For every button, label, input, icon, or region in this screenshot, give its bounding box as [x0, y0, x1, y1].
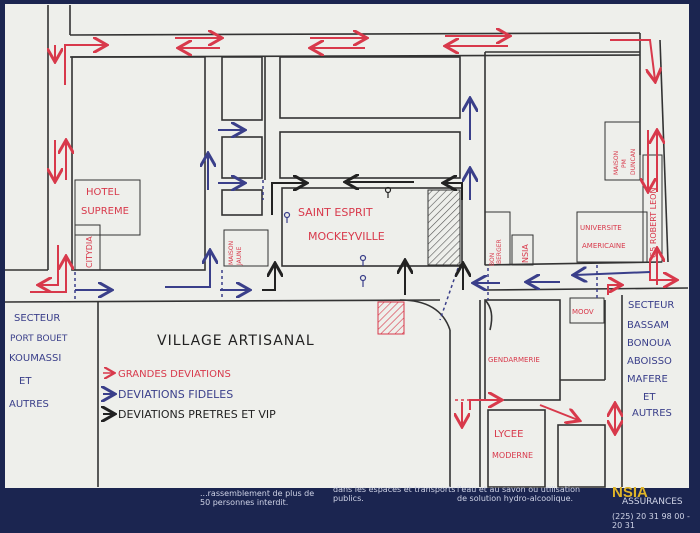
person-icons	[283, 211, 367, 287]
lycee-label: LYCEE	[494, 429, 523, 440]
citydia-block	[74, 224, 101, 271]
maison-jaune-label: MAISON	[228, 241, 235, 265]
paper	[5, 4, 689, 488]
dashed-barriers	[74, 180, 598, 321]
legend-item-black: DEVIATIONS PRETRES ET VIP	[118, 408, 276, 421]
sector-right-line: BASSAM	[627, 320, 669, 331]
footer-line: ...rassemblement de plus de	[200, 489, 315, 498]
footer-text-1: ...rassemblement de plus de 50 personnes…	[200, 489, 314, 507]
hotel-label-2: SUPREME	[81, 206, 129, 217]
sector-left-line: KOUMASSI	[9, 353, 61, 364]
map-title: VILLAGE ARTISANAL	[157, 333, 315, 349]
g5-label: G5 ROBERT LEON	[649, 188, 658, 258]
sector-right-line: ET	[643, 392, 656, 403]
bon-berger-label-2: BERGER	[496, 239, 503, 264]
legend-item-blue: DEVIATIONS FIDELES	[118, 388, 233, 401]
footer-text-3: l'eau et au savon ou utilisation de solu…	[457, 485, 580, 503]
universite-block	[576, 211, 648, 263]
maison-jaune-block	[223, 229, 269, 267]
footer-line: publics.	[333, 494, 364, 503]
sector-left-line: ET	[19, 376, 32, 387]
hotel-label: HOTEL	[86, 187, 120, 198]
citydia-label: CITYDIA	[85, 236, 94, 268]
legend-item-red: GRANDES DEVIATIONS	[118, 369, 231, 380]
sector-right-line: SECTEUR	[628, 300, 674, 311]
sector-right-line: BONOUA	[627, 338, 671, 349]
black-arrows	[262, 182, 463, 295]
bon-berger-block	[484, 211, 511, 266]
nsia-logo-subtitle: ASSURANCES	[622, 497, 683, 507]
footer-line: 50 personnes interdit.	[200, 498, 289, 507]
red-arrows	[30, 36, 675, 432]
nsia-block	[511, 234, 534, 266]
nsia-logo: NSIA	[612, 484, 648, 501]
person-icon-black	[384, 186, 392, 198]
legend: GRANDES DEVIATIONS DEVIATIONS FIDELES DE…	[103, 369, 276, 421]
maison-pm-label-3: DUNCAN	[630, 149, 637, 175]
footer-text-2: dans les espaces et transports publics.	[333, 485, 455, 503]
footer-line: l'eau et au savon ou utilisation	[457, 485, 581, 494]
lycee-label-2: MODERNE	[492, 451, 533, 460]
universite-label: UNIVERSITE	[580, 224, 622, 232]
maison-pm-label-2: PM	[621, 159, 628, 168]
sector-left: SECTEUR PORT BOUET KOUMASSI ET AUTRES	[9, 313, 68, 410]
moov-block	[569, 297, 605, 324]
maison-pm-block	[604, 121, 641, 181]
maison-jaune-label-2: JAUNE	[236, 246, 243, 266]
footer-line: dans les espaces et transports	[333, 485, 456, 494]
blue-arrows	[75, 100, 651, 290]
universite-label-2: AMERICAINE	[582, 242, 626, 250]
maison-pm-label: MAISON	[613, 151, 620, 175]
sector-right-line: AUTRES	[632, 408, 672, 419]
sector-right: SECTEUR BASSAM BONOUA ABOISSO MAFERE ET …	[627, 300, 674, 419]
sector-right-line: MAFERE	[627, 374, 668, 385]
gendarmerie-label: GENDARMERIE	[488, 356, 540, 364]
bon-berger-label: BON	[489, 253, 496, 266]
sector-right-line: ABOISSO	[627, 356, 672, 367]
sector-left-line: SECTEUR	[14, 313, 60, 324]
sector-left-line: PORT BOUET	[10, 334, 68, 344]
moov-label: MOOV	[572, 308, 594, 316]
church-label-2: MOCKEYVILLE	[308, 230, 385, 243]
footer-line: de solution hydro-alcoolique.	[457, 494, 574, 503]
church-label: SAINT ESPRIT	[298, 206, 373, 219]
nsia-label: NSIA	[521, 244, 530, 263]
hatched-building	[427, 189, 461, 266]
red-hatched-area	[377, 301, 405, 335]
g5-block	[642, 154, 663, 263]
phone-number: (225) 20 31 98 00 - 20 31	[612, 512, 690, 530]
sector-left-line: AUTRES	[9, 399, 49, 410]
hotel-block	[74, 179, 141, 236]
